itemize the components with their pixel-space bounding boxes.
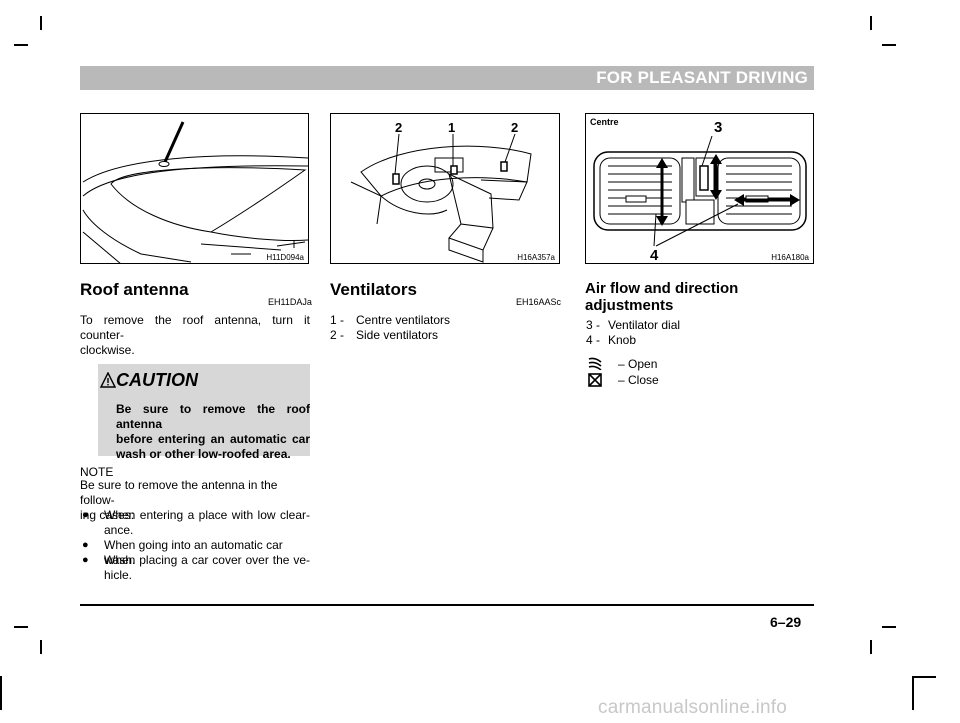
crop-mark — [912, 676, 936, 678]
page-number: 6–29 — [770, 614, 802, 630]
list-item: 4 - Knob — [586, 333, 636, 348]
header-bar: FOR PLEASANT DRIVING — [80, 66, 814, 90]
text-line: To remove the roof antenna, turn it coun… — [80, 313, 310, 342]
figure-label: Centre — [590, 117, 619, 127]
item-number: 4 - — [586, 333, 601, 347]
text-line: When entering a place with low clear- — [104, 508, 310, 522]
section-code: EH11DAJa — [268, 297, 312, 307]
text-line: before entering an automatic car — [116, 432, 310, 446]
list-item: 1 - Centre ventilators — [330, 313, 450, 328]
item-number: 2 - — [330, 328, 345, 342]
text-line: wash or other low-roofed area. — [116, 447, 291, 461]
dashboard-figure: 2 1 2 H16A357a — [330, 113, 560, 264]
callout-label: 4 — [650, 247, 659, 264]
watermark: carmanualsonline.info — [598, 697, 788, 718]
callout-label: 2 — [395, 120, 402, 135]
bullet-icon: ● — [82, 509, 89, 521]
section-code: EH16AASc — [516, 297, 562, 307]
item-number: 3 - — [586, 318, 601, 332]
close-label: – Close — [618, 373, 659, 387]
caution-title: CAUTION — [116, 370, 198, 390]
text-line: clockwise. — [80, 343, 135, 357]
item-label: Ventilator dial — [608, 318, 681, 332]
heading-line: Air flow and direction — [585, 280, 739, 297]
dashboard-illustration: 2 1 2 — [350, 120, 532, 263]
list-item: 2 - Side ventilators — [330, 328, 438, 343]
crop-mark — [14, 626, 28, 628]
roof-antenna-figure: H11D094a — [80, 113, 309, 264]
list-item: 3 - Ventilator dial — [586, 318, 680, 333]
list-item: When entering a place with low clear- an… — [104, 508, 310, 538]
text-line: hicle. — [104, 568, 133, 582]
callout-label: 2 — [511, 120, 518, 135]
item-number: 1 - — [330, 313, 345, 327]
text-line: ance. — [104, 523, 134, 537]
caution-text: Be sure to remove the roof antenna befor… — [116, 402, 310, 462]
callout-label: 3 — [714, 119, 722, 136]
list-item: When going into an automatic car wash. — [104, 538, 310, 568]
centre-vent-illustration: Centre 3 4 — [590, 117, 807, 264]
crop-mark — [870, 16, 872, 30]
footer-rule — [80, 604, 814, 606]
heading-line: adjustments — [585, 297, 674, 314]
bullet-icon: ● — [82, 539, 89, 551]
figure-code: H16A357a — [517, 253, 555, 262]
item-label: Knob — [608, 333, 637, 347]
vent-close-icon — [588, 373, 602, 387]
list-item: When placing a car cover over the ve- hi… — [104, 553, 310, 583]
text-line: When placing a car cover over the ve- — [104, 553, 310, 567]
section-heading: Roof antenna — [80, 280, 189, 299]
text-line: Be sure to remove the antenna in the fol… — [80, 478, 278, 507]
callout-label: 1 — [448, 120, 455, 135]
crop-mark — [40, 16, 42, 30]
centre-vent-figure: Centre 3 4 H16A180a — [585, 113, 814, 264]
open-label: – Open — [618, 357, 658, 371]
item-label: Side ventilators — [356, 328, 439, 342]
section-heading: Ventilators — [330, 280, 417, 299]
crop-mark — [912, 676, 914, 710]
page-header-title: FOR PLEASANT DRIVING — [596, 68, 808, 87]
bullet-icon: ● — [82, 554, 89, 566]
vent-open-icon — [588, 357, 602, 370]
warning-icon — [100, 372, 116, 388]
note-intro: Be sure to remove the antenna in the fol… — [80, 478, 310, 523]
crop-mark — [40, 640, 42, 654]
crop-mark — [882, 44, 896, 46]
caution-box — [98, 364, 310, 456]
crop-mark — [14, 44, 28, 46]
figure-code: H11D094a — [266, 253, 304, 262]
text-line: ing cases: — [80, 508, 135, 522]
item-label: Centre ventilators — [356, 313, 451, 327]
crop-mark — [0, 676, 2, 710]
car-roof-illustration — [82, 121, 308, 263]
text-line: Be sure to remove the roof antenna — [116, 402, 310, 431]
paragraph: To remove the roof antenna, turn it coun… — [80, 313, 310, 358]
section-heading: Air flow and direction adjustments — [585, 280, 738, 314]
crop-mark — [870, 640, 872, 654]
text-line: When going into an automatic car wash. — [104, 538, 283, 567]
figure-code: H16A180a — [771, 253, 809, 262]
note-label: NOTE — [80, 465, 114, 479]
crop-mark — [882, 626, 896, 628]
